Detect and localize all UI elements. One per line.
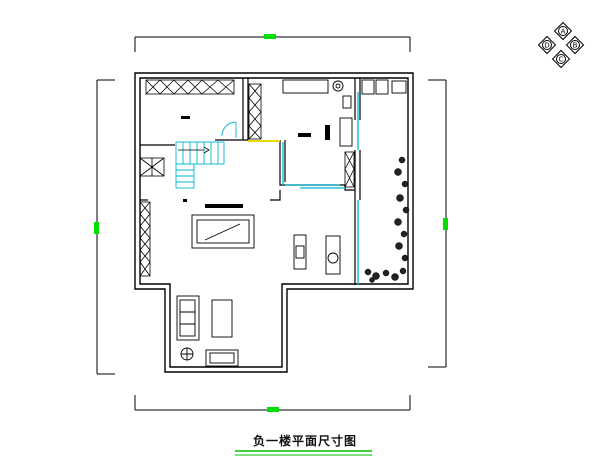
cabinets [139,79,355,277]
title-underline [235,450,372,456]
furniture [176,79,407,367]
dimension-markers [94,34,448,412]
interior-walls [140,78,361,285]
staircase [175,141,225,189]
plants [364,156,410,283]
compass-label-b: B [573,42,578,50]
glass-partitions [282,92,359,285]
compass-label-a: A [561,28,566,36]
drawing-title-text: 负一楼平面尺寸图 [252,434,357,448]
beam-markers [181,116,330,208]
drawing-title: 负一楼平面尺寸图 [0,432,610,449]
outer-walls [134,72,414,373]
door-swings [221,121,237,138]
compass-icon: A B C D [537,21,585,69]
compass-label-c: C [559,56,564,64]
compass-label-d: D [544,42,549,50]
